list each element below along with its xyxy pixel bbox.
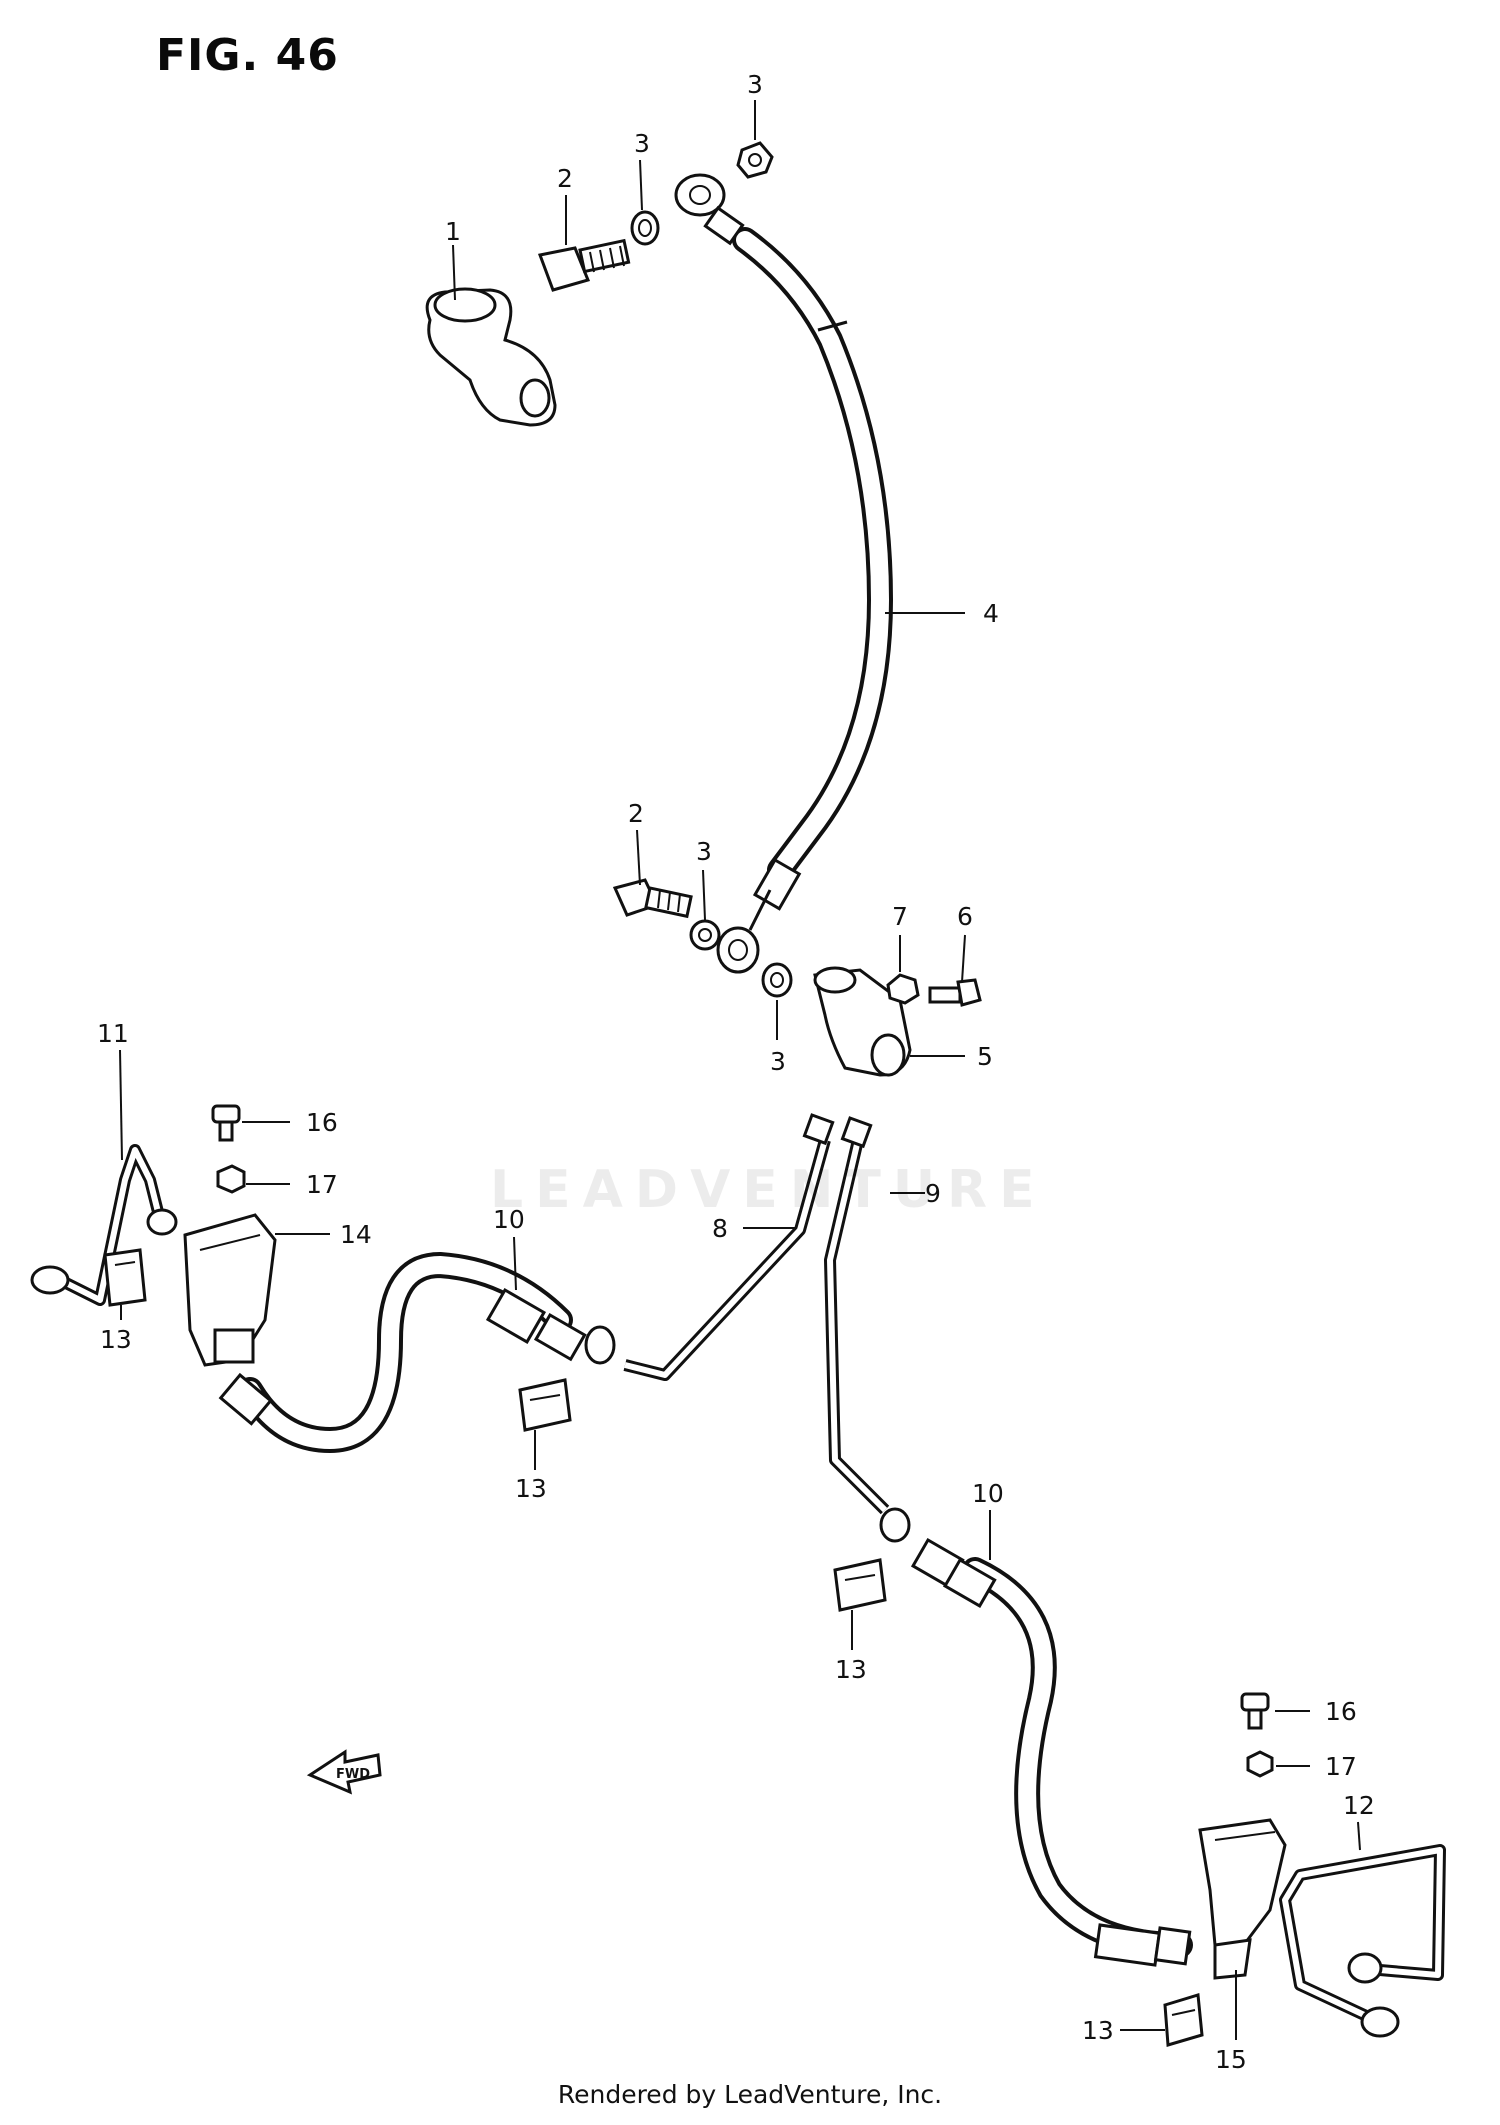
figure-title: FIG. 46	[156, 30, 339, 81]
callout-3-upper-b: 3	[747, 70, 763, 99]
footer-credit: Rendered by LeadVenture, Inc.	[557, 2080, 943, 2109]
part-13-clip-a[interactable]	[103, 1248, 147, 1307]
part-3-washer-lower-a[interactable]	[689, 919, 721, 951]
part-9-brake-pipe[interactable]	[824, 1116, 890, 1515]
part-1-cap[interactable]	[425, 287, 557, 427]
part-2-union-bolt-lower[interactable]	[612, 878, 693, 919]
callout-6: 6	[957, 902, 973, 931]
part-3-washer-upper-b[interactable]	[736, 141, 774, 179]
callout-11: 11	[97, 1019, 129, 1048]
callout-13-c: 13	[835, 1655, 867, 1684]
part-7-nut[interactable]	[886, 973, 920, 1005]
part-4-brake-hose[interactable]	[674, 173, 894, 974]
callout-3-lower-a: 3	[696, 837, 712, 866]
watermark: LEADVENTURE	[490, 1160, 1047, 1220]
part-17-nut-right[interactable]	[1246, 1750, 1274, 1778]
callout-12: 12	[1343, 1791, 1375, 1820]
callout-16-right: 16	[1325, 1697, 1357, 1726]
callout-2-upper: 2	[557, 164, 573, 193]
callout-13-d: 13	[1082, 2016, 1114, 2045]
part-5-joint[interactable]	[813, 966, 912, 1077]
callout-3-lower-b: 3	[770, 1047, 786, 1076]
callout-14: 14	[340, 1220, 372, 1249]
part-10-brake-hose-left[interactable]	[218, 1251, 616, 1454]
callout-17-right: 17	[1325, 1752, 1357, 1781]
part-6-bolt[interactable]	[928, 978, 982, 1007]
part-16-bolt-right[interactable]	[1240, 1692, 1270, 1730]
callout-4: 4	[983, 599, 999, 628]
callout-5: 5	[977, 1042, 993, 1071]
callout-17-left: 17	[306, 1170, 338, 1199]
callout-13-a: 13	[100, 1325, 132, 1354]
forward-arrow-icon: FWD	[306, 1749, 382, 1795]
part-3-washer-upper-a[interactable]	[630, 210, 660, 246]
forward-arrow-label: FWD	[336, 1767, 370, 1782]
callout-10-right: 10	[972, 1479, 1004, 1508]
callout-2-lower: 2	[628, 799, 644, 828]
callout-9: 9	[925, 1179, 941, 1208]
leader-lines	[119, 100, 1361, 2040]
callout-3-upper-a: 3	[634, 129, 650, 158]
part-14-bracket[interactable]	[183, 1213, 277, 1367]
part-2-union-bolt-upper[interactable]	[537, 238, 631, 292]
part-3-washer-lower-b[interactable]	[761, 962, 793, 998]
callout-15: 15	[1215, 2045, 1247, 2074]
part-13-clip-d[interactable]	[1163, 1993, 1204, 2047]
part-17-nut-left[interactable]	[216, 1164, 246, 1194]
part-16-bolt-left[interactable]	[211, 1104, 241, 1142]
part-11-brake-pipe[interactable]	[30, 1144, 178, 1306]
callout-1: 1	[445, 217, 461, 246]
callout-8: 8	[712, 1214, 728, 1243]
part-13-clip-c[interactable]	[833, 1558, 887, 1612]
part-15-bracket[interactable]	[1198, 1818, 1287, 1980]
callout-16-left: 16	[306, 1108, 338, 1137]
callout-13-b: 13	[515, 1474, 547, 1503]
callout-7: 7	[892, 902, 908, 931]
part-8-brake-pipe[interactable]	[623, 1113, 835, 1381]
part-12-brake-pipe[interactable]	[1279, 1844, 1446, 2038]
callout-10-left: 10	[493, 1205, 525, 1234]
part-13-clip-b[interactable]	[518, 1378, 572, 1432]
part-10-brake-hose-right[interactable]	[879, 1507, 1193, 1967]
